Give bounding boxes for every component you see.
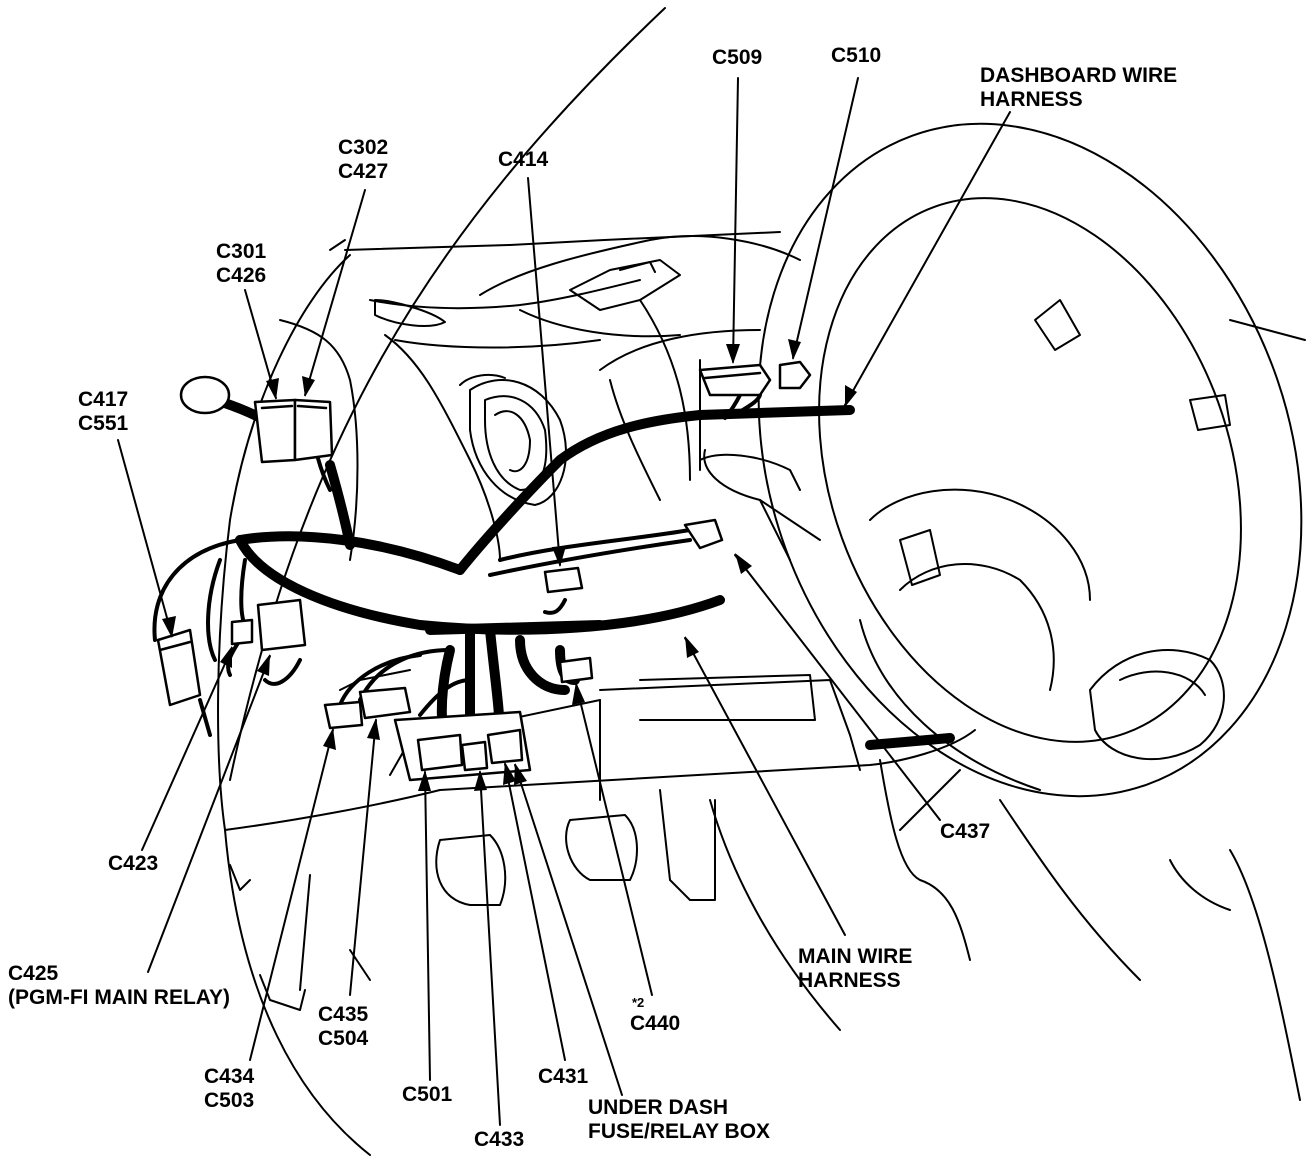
label-c509: C509 (712, 46, 763, 69)
label-c423: C423 (108, 852, 159, 875)
label-c440: C440 (630, 1012, 681, 1035)
connector-c435 (358, 686, 412, 720)
connector-c434 (323, 700, 364, 730)
connector-c423 (230, 618, 254, 646)
grommet (179, 375, 231, 415)
connector-c437 (683, 518, 724, 550)
leader-lines (117, 77, 1011, 1126)
windshield-lines (229, 7, 1301, 1101)
connector-c417 (156, 628, 202, 707)
label-main-wire-harness: MAIN WIRE HARNESS (798, 945, 913, 992)
label-c302-c427: C302 C427 (338, 136, 389, 183)
label-c417-c551: C417 C551 (78, 388, 129, 435)
label-under-dash-fuse-relay-box: UNDER DASH FUSE/RELAY BOX (588, 1096, 771, 1143)
label-dashboard-wire-harness: DASHBOARD WIRE HARNESS (980, 64, 1178, 111)
label-c301-c426: C301 C426 (216, 240, 267, 287)
connector-c414 (543, 566, 584, 594)
label-c431: C431 (538, 1065, 589, 1088)
arrowheads (162, 339, 857, 791)
label-c414: C414 (498, 148, 549, 171)
label-c433: C433 (474, 1128, 525, 1151)
label-c501: C501 (402, 1083, 453, 1106)
steering-wheel (699, 122, 1303, 798)
label-c435-c504: C435 C504 (318, 1003, 369, 1050)
label-c510: C510 (831, 44, 882, 67)
connector-c433 (460, 740, 489, 772)
connector-c302 (293, 398, 334, 462)
connectors (156, 360, 812, 782)
dashboard-outline (217, 231, 1306, 1156)
vents (374, 259, 681, 506)
label-c437: C437 (940, 820, 991, 843)
connector-c509 (698, 363, 772, 397)
connector-c425 (256, 598, 307, 652)
connector-c501 (416, 733, 464, 772)
connector-c431 (486, 728, 524, 765)
connector-c510 (778, 360, 812, 390)
label-c440-footnote-mark: *2 (632, 995, 645, 1010)
label-c434-c503: C434 C503 (204, 1065, 255, 1112)
label-c425-pgm-fi-main-relay: C425 (PGM-FI MAIN RELAY) (8, 962, 231, 1009)
connector-c301 (253, 398, 297, 464)
connector-c440 (558, 656, 594, 684)
